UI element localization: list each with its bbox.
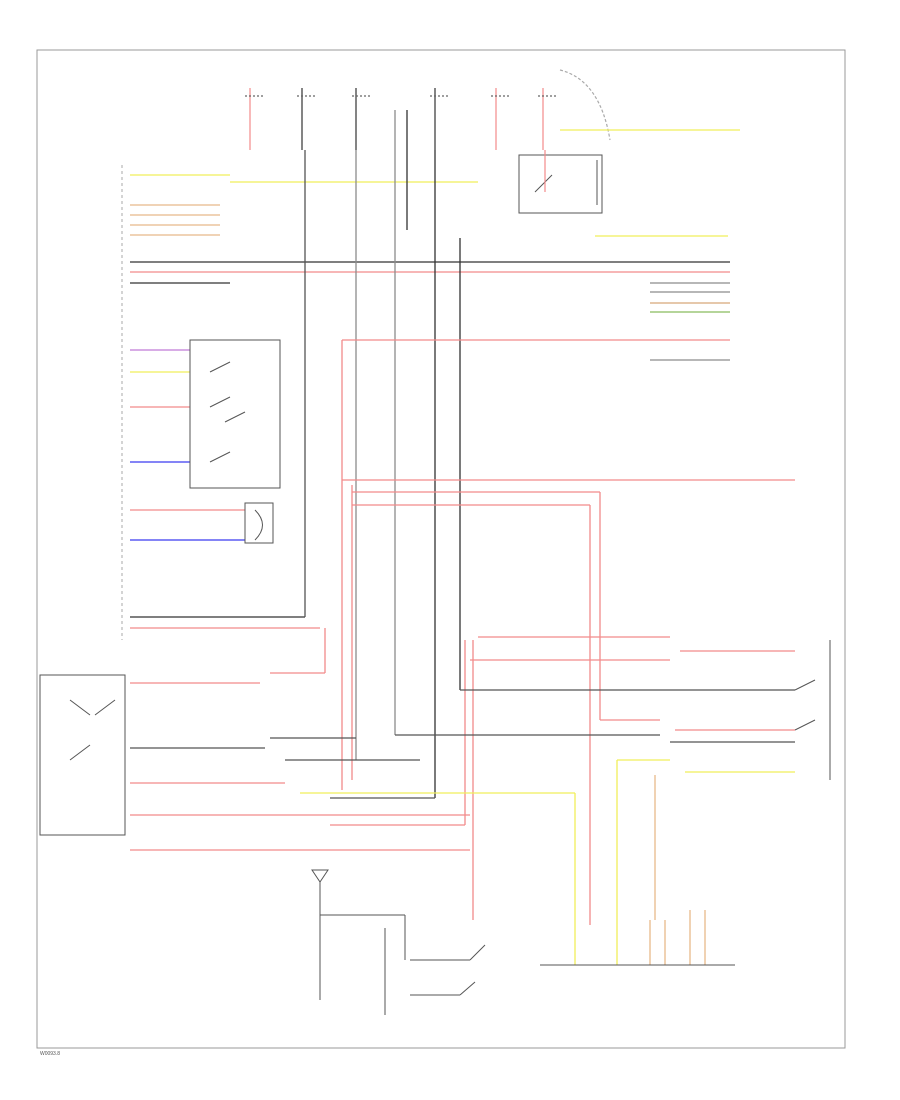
fuse-block-top bbox=[245, 69, 611, 150]
vertical-trunks bbox=[304, 110, 474, 920]
yellow-lower-wires bbox=[300, 759, 795, 965]
green-orange-stubs bbox=[650, 302, 730, 313]
diagram-frame bbox=[36, 49, 846, 1049]
electronic-brake-module bbox=[39, 674, 126, 836]
gray-stub-wires bbox=[650, 282, 730, 361]
left-connector-wires bbox=[130, 174, 730, 629]
ground-and-bottom-switches bbox=[311, 869, 735, 1015]
relay-module-top-right bbox=[518, 129, 740, 214]
right-connector-bracket bbox=[794, 640, 831, 780]
yellow-signal-wire bbox=[230, 181, 728, 237]
footer-code: W0093.8 bbox=[40, 1051, 60, 1057]
orange-lower-wires bbox=[649, 775, 706, 965]
brake-switch-component bbox=[244, 502, 274, 544]
black-horizontal-wires bbox=[130, 689, 795, 799]
red-horizontal-wires bbox=[130, 339, 795, 925]
switch-assembly-left bbox=[189, 339, 281, 489]
